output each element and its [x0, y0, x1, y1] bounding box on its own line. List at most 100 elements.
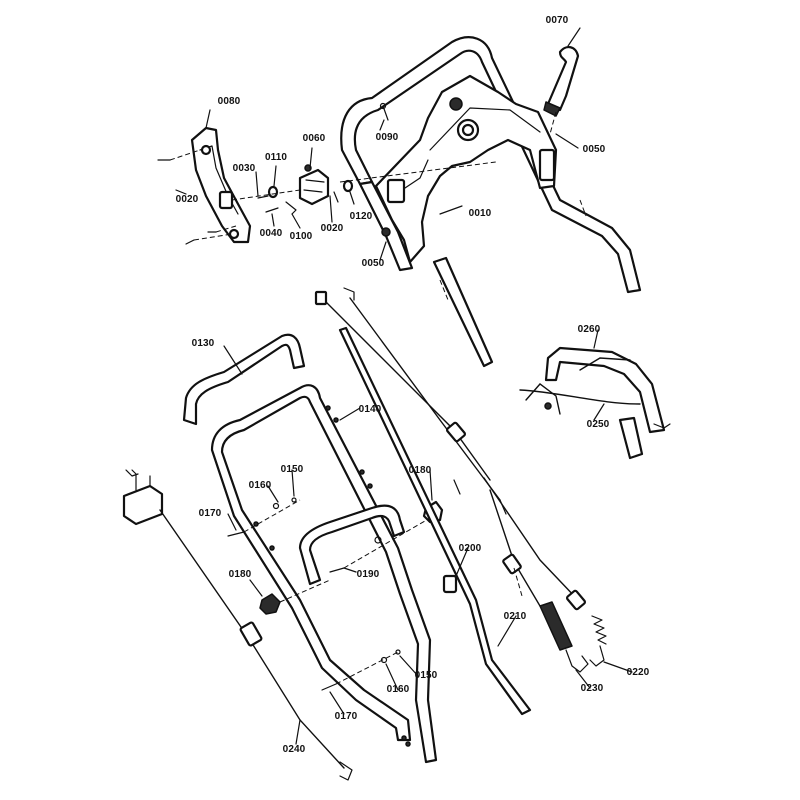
- knob-0180-left: [259, 593, 281, 615]
- leader-0220: [603, 661, 633, 673]
- bracket-hole-bottom: [228, 228, 240, 240]
- cable-clip-mid: [445, 421, 467, 443]
- dash-top: [169, 149, 201, 161]
- handle-hole-8: [405, 741, 411, 747]
- bolt-0050-lower: [381, 227, 391, 237]
- leader-0200: [455, 547, 469, 577]
- sheath-0210: [338, 326, 532, 716]
- leader-0070: [567, 27, 581, 47]
- upper-handle-tube: [340, 36, 642, 294]
- washer-0160-upper: [272, 502, 280, 510]
- loop-0130: [182, 333, 306, 426]
- label-0230: 0230: [580, 683, 604, 694]
- label-0170-lower: 0170: [334, 711, 358, 722]
- key-switch-bracket-assembly: [157, 126, 354, 245]
- control-console: [374, 74, 558, 264]
- leader-0190: [343, 567, 357, 573]
- screw-dash-right: [579, 199, 587, 217]
- leader-0250: [593, 403, 605, 421]
- leader-0140: [339, 407, 361, 421]
- washer-0110: [267, 185, 279, 199]
- handle-hole-6: [269, 545, 275, 551]
- cable-0240-adjuster: [239, 621, 263, 647]
- label-0010: 0010: [468, 208, 492, 219]
- screw-0020-bottom: [185, 239, 195, 245]
- label-0050-bottom: 0050: [361, 258, 385, 269]
- leader-0170-upper: [227, 513, 237, 531]
- console-ridge: [429, 107, 541, 151]
- label-0090: 0090: [375, 132, 399, 143]
- cable-upper-hook: [343, 287, 355, 301]
- console-nut: [449, 97, 463, 111]
- cable-0230-adjuster: [502, 553, 522, 575]
- label-0240: 0240: [282, 744, 306, 755]
- nut-0150-upper: [291, 497, 297, 503]
- drive-bail-handle: [544, 346, 666, 434]
- lower-handle-crossbar: [298, 504, 406, 586]
- key-switch: [298, 168, 330, 206]
- leader-0160-lower: [385, 663, 399, 691]
- pin-line-upper: [339, 161, 497, 183]
- label-0170-upper: 0170: [198, 508, 222, 519]
- console-clip-left: [386, 178, 406, 204]
- leader-0040: [271, 213, 275, 227]
- cable-grip-hook: [131, 469, 151, 491]
- screw-0040: [265, 207, 279, 213]
- label-0080: 0080: [217, 96, 241, 107]
- label-0160-lower: 0160: [386, 684, 410, 695]
- bail-cable-end: [653, 423, 671, 429]
- cable-grip-tab: [125, 469, 139, 477]
- leader-0050-bottom: [379, 241, 387, 261]
- label-0110: 0110: [264, 152, 288, 163]
- key-switch-ribs: [303, 179, 325, 193]
- label-0250: 0250: [586, 419, 610, 430]
- bolt-0190: [329, 567, 345, 573]
- handle-hole-7: [401, 735, 407, 741]
- lower-handle-0140: [210, 384, 438, 764]
- dash-mid: [215, 225, 237, 233]
- spring-0230: [539, 601, 573, 651]
- screw-0020-right: [333, 191, 339, 203]
- center-cable-assembly: [314, 287, 607, 716]
- spring-0220: [591, 615, 607, 645]
- leader-0090: [379, 119, 385, 131]
- handle-hole-3: [359, 469, 365, 475]
- drive-bail-leg: [618, 416, 644, 460]
- label-0120: 0120: [349, 211, 373, 222]
- dash-0170-lower: [335, 651, 399, 685]
- leader-0180-right: [429, 469, 433, 501]
- bail-cable-0250: [519, 389, 641, 405]
- leader-0110: [273, 165, 277, 187]
- dash-0170-upper: [243, 499, 301, 533]
- leader-0130: [223, 345, 243, 375]
- console-clip-right: [538, 148, 556, 182]
- cable-0220-adjuster: [565, 589, 587, 611]
- spring-0220-hook: [589, 645, 605, 667]
- leader-0020-left: [175, 189, 187, 195]
- cable-upper-end-left: [314, 290, 328, 306]
- bracket-tab: [218, 190, 234, 210]
- cable-0220: [483, 477, 579, 601]
- label-0190: 0190: [356, 569, 380, 580]
- spring-0230-hook: [565, 649, 589, 673]
- handle-hole-4: [367, 483, 373, 489]
- leader-0230: [575, 669, 591, 689]
- console-boss-inner: [461, 123, 475, 137]
- bail-bracket: [525, 383, 561, 415]
- bracket-0080: [190, 126, 252, 244]
- handle-hole-2: [333, 417, 339, 423]
- label-0180-right: 0180: [408, 465, 432, 476]
- leader-0080: [205, 109, 211, 129]
- bracket-hole-top: [200, 144, 212, 156]
- screw-0030: [257, 195, 269, 199]
- leader-0260: [593, 329, 599, 349]
- leader-0240: [295, 719, 301, 745]
- dash-0230: [513, 567, 523, 597]
- cable-grip-block: [122, 484, 164, 526]
- cable-0240-end: [339, 761, 353, 781]
- leader-0030: [255, 171, 259, 197]
- leader-0010: [439, 205, 463, 215]
- label-0150-upper: 0150: [280, 464, 304, 475]
